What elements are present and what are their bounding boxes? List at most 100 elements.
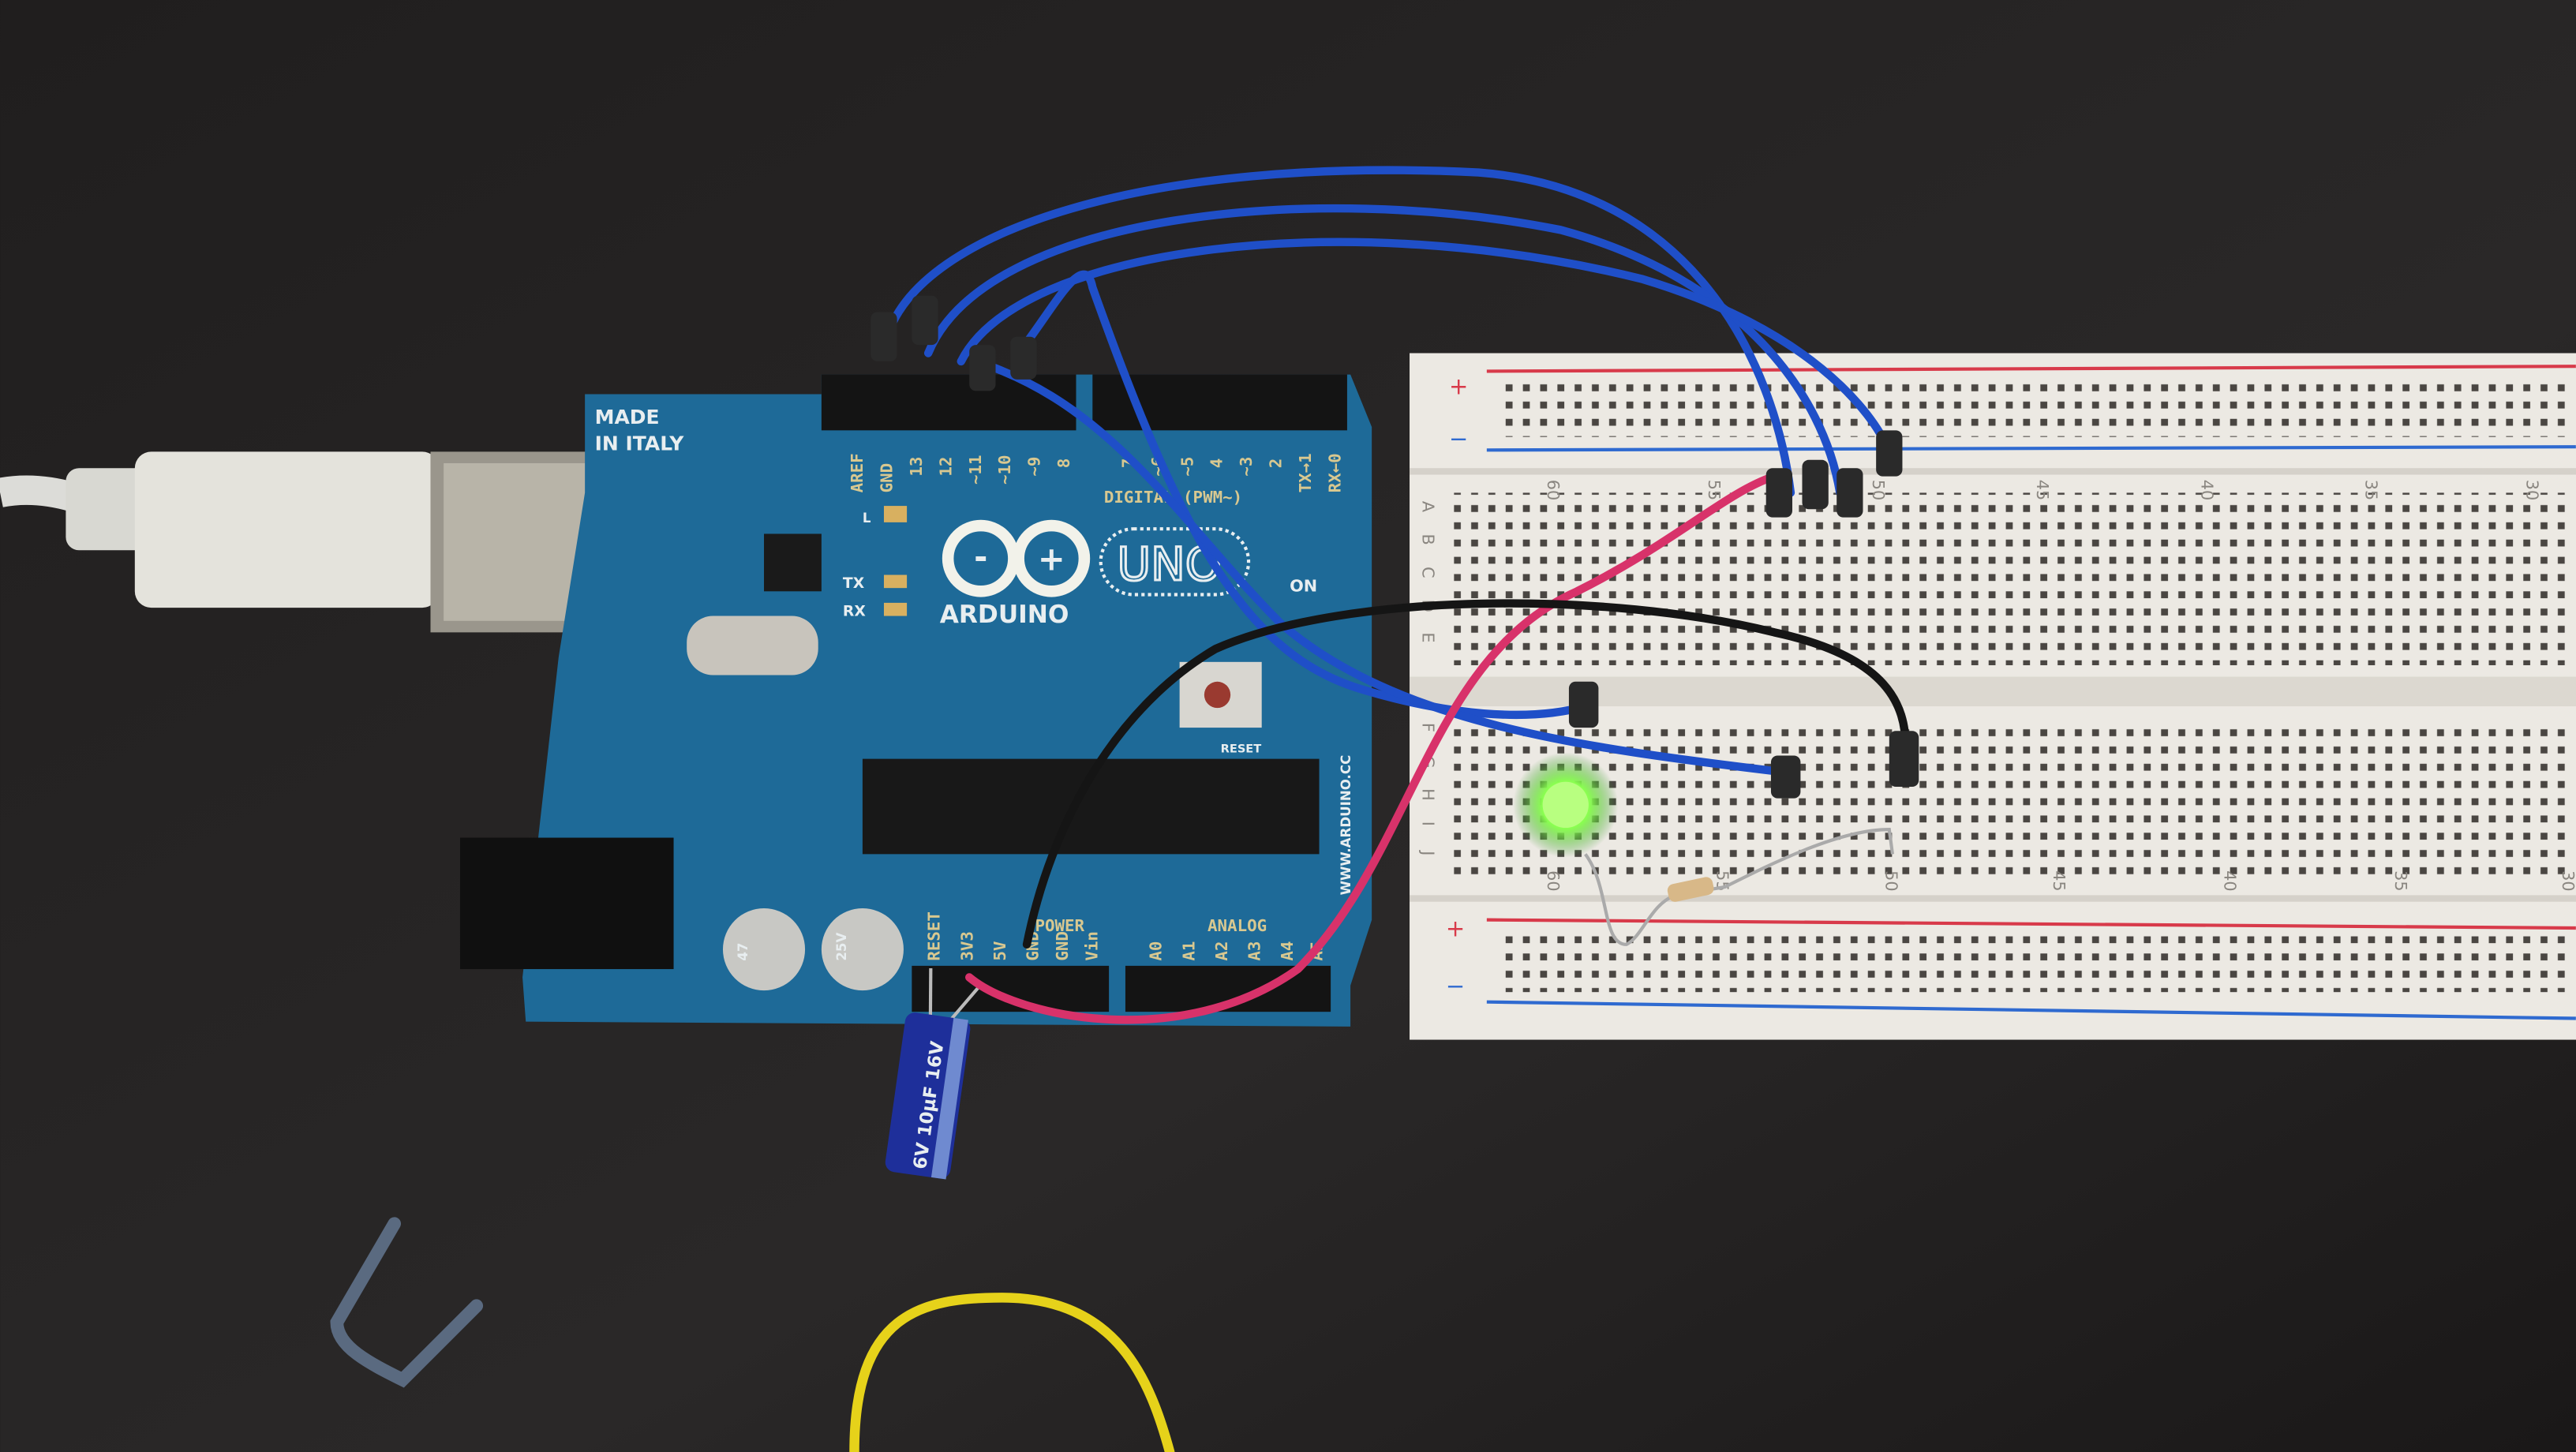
top-positive-rail-line — [1486, 365, 2576, 373]
pin-label: AREF — [848, 453, 867, 492]
arduino-logo-icon: + - — [942, 519, 1091, 597]
pin-label: 8 — [1054, 458, 1073, 469]
digital-header-left[interactable] — [821, 374, 1076, 431]
blue-wire — [1014, 270, 1589, 720]
bottom-column-numbers: 60 55 50 45 40 35 30 — [1544, 870, 2576, 891]
row-letter: I — [1419, 821, 1438, 826]
pin-label: A4 — [1278, 941, 1297, 961]
uno-badge — [1099, 527, 1251, 597]
pin-label: A3 — [1245, 941, 1264, 961]
column-number: 45 — [2050, 870, 2069, 891]
column-number: 35 — [2361, 480, 2380, 500]
row-letter: H — [1419, 788, 1438, 801]
on-label: ON — [1290, 576, 1317, 595]
smd-capacitor — [821, 908, 904, 991]
l-led-label: L — [863, 511, 871, 526]
top-negative-rail-line — [1486, 445, 2576, 452]
rx-label: RX — [843, 604, 866, 620]
plus-sign: + — [1449, 373, 1468, 400]
pin-label: Vin — [1083, 931, 1102, 961]
column-number: 60 — [1544, 870, 1563, 891]
tx-led — [883, 574, 908, 589]
pin-label: ~11 — [966, 455, 985, 485]
analog-label: ANALOG — [1208, 916, 1267, 935]
pin-label: ~9 — [1025, 457, 1044, 477]
jumper-staple — [330, 1217, 484, 1388]
rx-led — [883, 602, 908, 616]
smd-capacitor — [722, 908, 806, 991]
pin-label: A0 — [1147, 941, 1166, 961]
breadboard: + − + − 60 55 50 45 40 35 30 60 55 50 45… — [1410, 353, 2576, 1040]
row-letter: C — [1419, 567, 1438, 578]
column-number: 40 — [2197, 480, 2216, 500]
column-number: 55 — [1705, 480, 1724, 500]
top-pin-labels: AREF GND 13 12 ~11 ~10 ~9 8 7 ~6 ~5 4 ~3… — [848, 453, 1345, 492]
made-in-label: MADE — [595, 406, 660, 428]
column-number: 60 — [1544, 480, 1563, 500]
minus-sign: − — [1446, 972, 1465, 999]
blue-wire — [882, 166, 1795, 497]
svg-text:+: + — [1038, 539, 1065, 578]
bottom-positive-rail-line — [1486, 918, 2576, 930]
smd-cap-value: 47 — [736, 942, 751, 960]
website-label: WWW.ARDUINO.CC — [1339, 755, 1354, 896]
pin-label: 4 — [1208, 458, 1226, 469]
center-channel — [1410, 676, 2576, 707]
pin-label: TX→1 — [1296, 453, 1315, 492]
bottom-negative-rail-line — [1486, 1000, 2576, 1020]
row-letter: E — [1419, 632, 1438, 642]
yellow-wire — [849, 1293, 1175, 1452]
pin-label: GND — [877, 463, 896, 493]
brand-label: ARDUINO — [940, 601, 1069, 629]
power-pin-labels: RESET 3V3 5V GND GND Vin — [925, 911, 1102, 961]
row-letter: B — [1419, 533, 1438, 544]
column-number: 35 — [2391, 870, 2410, 891]
pin-label: 2 — [1267, 458, 1286, 469]
pin-label: ~5 — [1178, 457, 1196, 477]
smd-cap-voltage: 25V — [834, 932, 849, 960]
electrolytic-capacitor: 6V 10µF 16V — [885, 967, 983, 1180]
plus-sign: + — [1446, 915, 1465, 941]
wire-ends — [871, 295, 1919, 799]
green-led — [1542, 781, 1589, 829]
pin-label: 13 — [907, 457, 926, 477]
column-number: 40 — [2220, 870, 2239, 891]
svg-text:-: - — [974, 537, 987, 576]
column-number: 45 — [2033, 480, 2052, 500]
column-number: 50 — [1882, 870, 1901, 891]
pin-label: 12 — [936, 457, 955, 477]
row-letter: J — [1419, 849, 1438, 855]
terminal-strip-bottom[interactable] — [1454, 719, 2571, 884]
power-label: POWER — [1035, 916, 1084, 935]
blue-wire — [957, 238, 1894, 456]
column-number: 50 — [1869, 480, 1888, 500]
usb-chip — [764, 533, 822, 592]
blue-wire — [981, 360, 1787, 777]
column-number: 30 — [2559, 870, 2576, 891]
pin-label: GND — [1053, 931, 1072, 961]
column-number: 30 — [2522, 480, 2541, 500]
dc-power-jack — [459, 837, 674, 970]
jumper-wires — [330, 166, 1910, 1452]
power-header[interactable] — [912, 965, 1110, 1012]
reset-label: RESET — [1221, 742, 1262, 755]
blue-wire — [923, 204, 1844, 497]
top-power-rail-holes[interactable] — [1503, 380, 2571, 437]
minus-sign: − — [1449, 425, 1468, 452]
pin-label: A1 — [1179, 941, 1198, 961]
row-letter: F — [1419, 723, 1438, 732]
pink-wire — [964, 472, 1779, 1024]
black-wire — [1022, 599, 1910, 949]
pin-label: 3V3 — [957, 931, 976, 961]
terminal-strip-top[interactable] — [1454, 492, 2571, 665]
pin-label: A2 — [1212, 941, 1231, 961]
made-in-italy-label: IN ITALY — [595, 432, 685, 455]
l-led — [883, 506, 908, 522]
crystal — [687, 616, 818, 675]
tx-label: TX — [843, 575, 865, 592]
resistor — [1584, 828, 1895, 946]
pin-label: RESET — [925, 911, 944, 961]
top-column-numbers: 60 55 50 45 40 35 30 — [1544, 480, 2542, 500]
bottom-power-rail-holes[interactable] — [1503, 936, 2571, 993]
